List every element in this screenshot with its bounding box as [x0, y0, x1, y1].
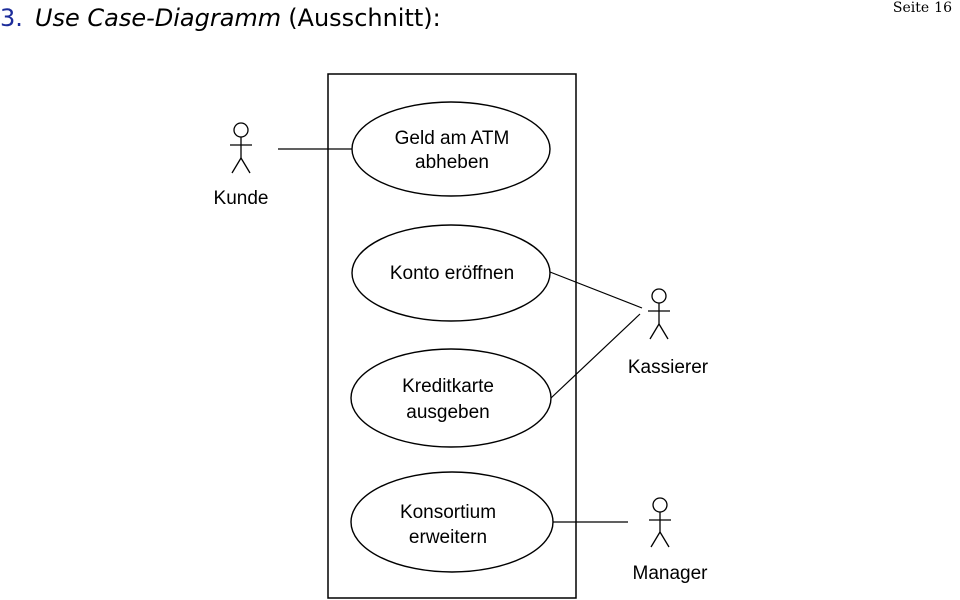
- use-case-label: ausgeben: [406, 402, 489, 423]
- slide-number: 3.: [0, 4, 23, 32]
- actor-stick-figure-icon: [648, 288, 670, 340]
- actor-manager: Manager: [633, 497, 709, 584]
- actor-stick-figure-icon: [649, 497, 671, 548]
- page-number: 16: [934, 0, 952, 16]
- use-case-label: Konto eröffnen: [390, 263, 514, 284]
- use-case-konsortium-erweitern: Konsortium erweitern: [350, 471, 554, 573]
- actor-kunde: Kunde: [214, 122, 269, 209]
- actor-label: Manager: [633, 563, 709, 584]
- actor-stick-figure-icon: [230, 122, 252, 174]
- page-label: Seite: [892, 0, 930, 16]
- use-case-ellipse: [351, 224, 551, 322]
- use-case-geld-abheben: Geld am ATM abheben: [351, 101, 551, 197]
- use-case-konto-eroeffnen: Konto eröffnen: [351, 224, 551, 322]
- slide-title-suffix: (Ausschnitt):: [288, 4, 441, 32]
- use-case-ellipse: [351, 101, 551, 197]
- actor-label: Kunde: [214, 188, 269, 209]
- association-konto-eroeffnen-kassierer: [549, 271, 643, 309]
- use-case-ellipse: [350, 471, 554, 573]
- slide-title-main: Use Case-Diagramm: [34, 4, 282, 32]
- use-case-label: Konsortium: [400, 502, 496, 523]
- slide-title: 3. Use Case-Diagramm (Ausschnitt):: [0, 4, 441, 34]
- actor-kassierer: Kassierer: [628, 288, 709, 378]
- use-case-ellipse: [350, 348, 552, 448]
- use-case-kreditkarte-ausgeben: Kreditkarte ausgeben: [350, 348, 552, 448]
- use-case-label: Geld am ATM: [395, 128, 510, 149]
- use-case-label: abheben: [415, 152, 489, 173]
- use-case-label: Kreditkarte: [402, 376, 494, 397]
- association-kreditkarte-kassierer: [550, 313, 641, 399]
- use-case-label: erweitern: [409, 527, 487, 548]
- actor-label: Kassierer: [628, 357, 709, 378]
- system-boundary: [327, 73, 577, 599]
